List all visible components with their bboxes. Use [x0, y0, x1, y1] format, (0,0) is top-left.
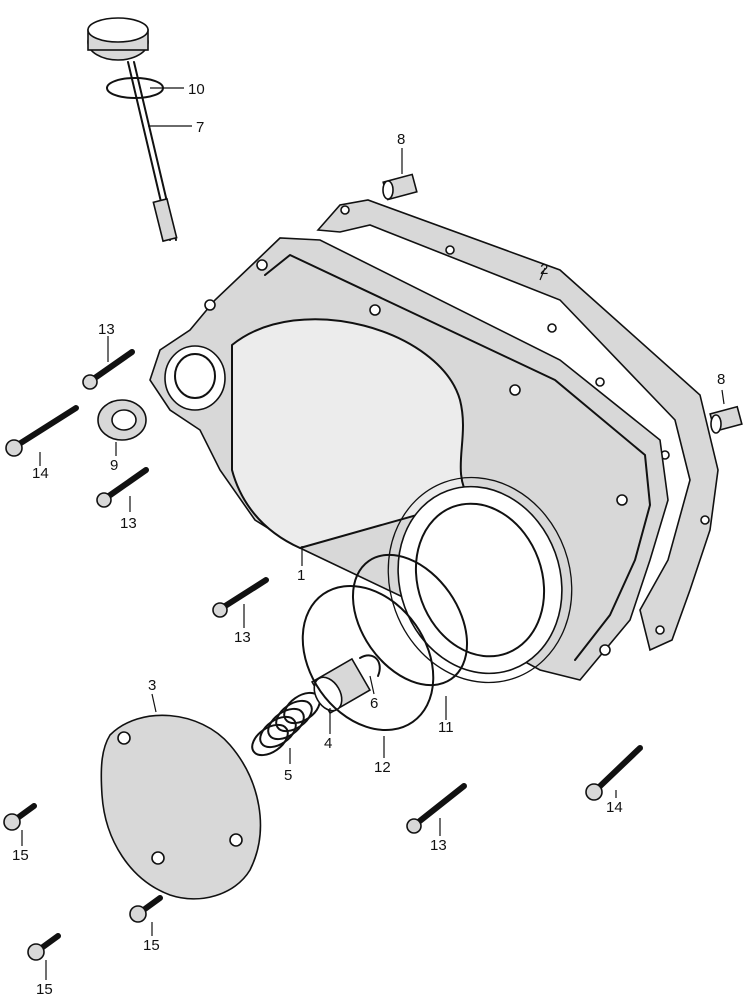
callout-14-left: 14: [32, 465, 49, 482]
gasket-ring-part-12: [301, 584, 435, 732]
callout-5: 5: [284, 767, 292, 784]
bolt-14-left: [5, 405, 79, 457]
crankcase-cover-part-1: [149, 237, 669, 684]
callout-7: 7: [196, 119, 204, 136]
callout-4: 4: [324, 735, 332, 752]
snap-ring-part-6: [359, 654, 381, 677]
screw-15-upper: [3, 803, 37, 831]
dowel-pin-right-part-8: [709, 405, 743, 434]
callout-8-upper: 8: [397, 131, 405, 148]
oil-filler-cap-part-7: [87, 17, 178, 243]
bolt-13-upper: [82, 349, 135, 390]
callout-8-right: 8: [717, 371, 725, 388]
callout-13-lower: 13: [430, 837, 447, 854]
bolt-13-center: [212, 577, 269, 618]
callout-15-lower: 15: [36, 981, 53, 998]
callout-15-upper: 15: [12, 847, 29, 864]
bolt-13-lower: [406, 783, 467, 834]
callout-13-center: 13: [234, 629, 251, 646]
callout-12: 12: [374, 759, 391, 776]
callout-13-middle: 13: [120, 515, 137, 532]
screw-15-lower: [27, 933, 61, 961]
callout-14-right: 14: [606, 799, 623, 816]
callout-1: 1: [297, 567, 305, 584]
screw-15-middle: [129, 895, 163, 923]
bolt-13-middle: [96, 467, 149, 508]
callout-6: 6: [370, 695, 378, 712]
dowel-pin-upper-part-8: [382, 173, 418, 201]
leader-lines: [21, 87, 725, 980]
callout-11: 11: [438, 719, 454, 736]
o-ring-large-part-11: [351, 553, 469, 687]
callout-2: 2: [540, 261, 548, 278]
callout-9: 9: [110, 457, 118, 474]
callout-10: 10: [188, 81, 205, 98]
callout-15-middle: 15: [143, 937, 160, 954]
oil-seal-part-9: [97, 399, 147, 441]
callout-3: 3: [148, 677, 156, 694]
side-cap-part-3: [100, 714, 262, 900]
callouts: 10 7 8 2 8 13 14 9 13 1 13 3 6 11 4 12 5…: [12, 81, 725, 998]
bolt-14-right: [585, 745, 643, 801]
spring-part-5: [251, 691, 321, 757]
gasket-part-2: [316, 199, 719, 652]
callout-13-upper: 13: [98, 321, 115, 338]
